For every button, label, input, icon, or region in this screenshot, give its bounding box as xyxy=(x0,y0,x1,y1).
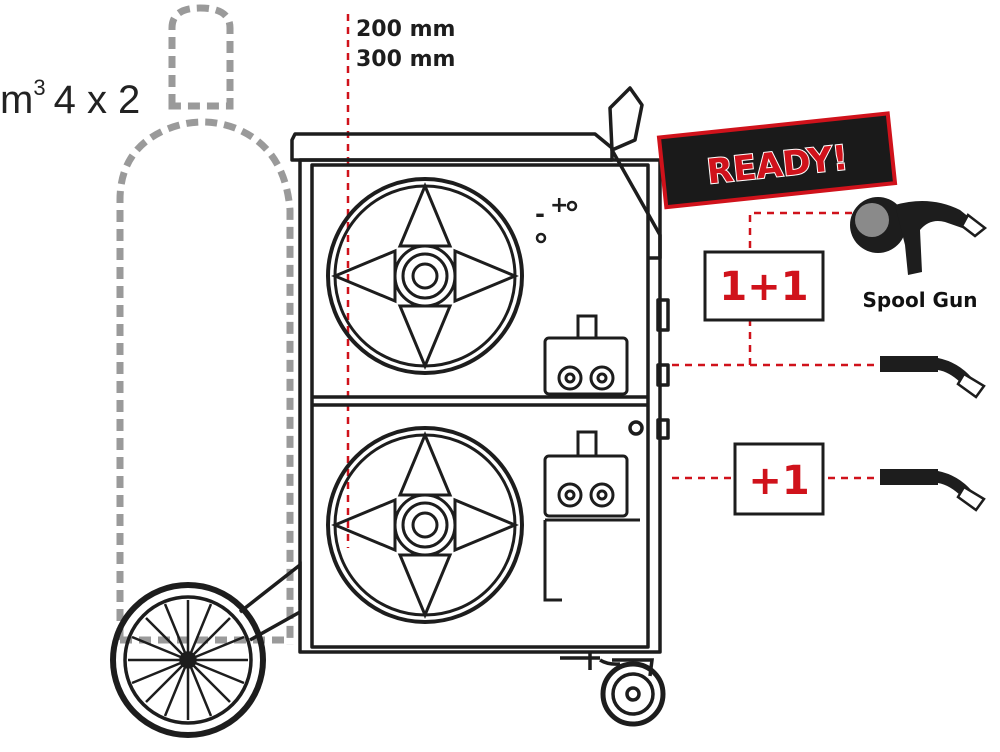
mig-torch-lower-icon xyxy=(880,469,986,512)
upper-connection-label: 1+1 xyxy=(719,264,808,310)
spool-gun-spool-face xyxy=(855,203,889,237)
torch-upper-nozzle xyxy=(956,372,986,399)
terminal-socket-1 xyxy=(566,200,578,212)
upper-connection-box: 1+1 xyxy=(703,250,825,322)
plus-terminal-symbol: + xyxy=(550,193,568,218)
terminal-socket-2 xyxy=(535,232,547,244)
cylinder-body xyxy=(116,118,294,645)
lower-connection-label: +1 xyxy=(748,458,809,504)
lower-connection-box: +1 xyxy=(733,442,825,516)
spool-gun-nozzle xyxy=(960,213,988,238)
upper-connection-box-frame xyxy=(703,250,825,322)
gas-cylinder xyxy=(116,4,294,645)
upper-wire-feeder xyxy=(543,314,629,396)
cabinet-front-slope xyxy=(610,149,662,260)
spool-gun-body xyxy=(895,201,975,275)
connection-line-spool-gun xyxy=(748,211,860,365)
front-connector-upper xyxy=(656,298,670,332)
torch-lower-handle xyxy=(880,469,938,485)
lower-wire-feeder xyxy=(543,430,640,602)
upper-wire-spool xyxy=(326,177,524,375)
front-connector-mid xyxy=(656,363,670,387)
front-knob xyxy=(628,420,644,436)
torch-lower-nozzle xyxy=(956,485,986,512)
mig-torch-upper-icon xyxy=(880,356,986,399)
spool-size-300: 300 mm xyxy=(356,47,455,72)
front-castor-wheel xyxy=(560,652,666,727)
minus-terminal-symbol: - xyxy=(535,200,545,228)
terminal-sockets xyxy=(535,200,578,244)
torch-upper-handle xyxy=(880,356,938,372)
ready-badge-frame xyxy=(656,111,898,210)
rear-wheel xyxy=(110,561,302,738)
cylinder-valve xyxy=(168,4,234,110)
welder-cabinet xyxy=(290,86,670,654)
spool-size-200: 200 mm xyxy=(356,17,455,42)
lower-connection-box-frame xyxy=(733,442,825,516)
cabinet-body xyxy=(298,158,662,654)
cabinet-handle xyxy=(608,86,644,152)
spool-gun-icon xyxy=(850,197,988,275)
ready-badge: READY! xyxy=(656,111,898,210)
lower-wire-spool xyxy=(326,426,524,624)
front-connector-lower xyxy=(656,418,670,440)
cabinet-top-lid xyxy=(290,132,614,162)
spool-gun-label: Spool Gun xyxy=(863,288,978,312)
